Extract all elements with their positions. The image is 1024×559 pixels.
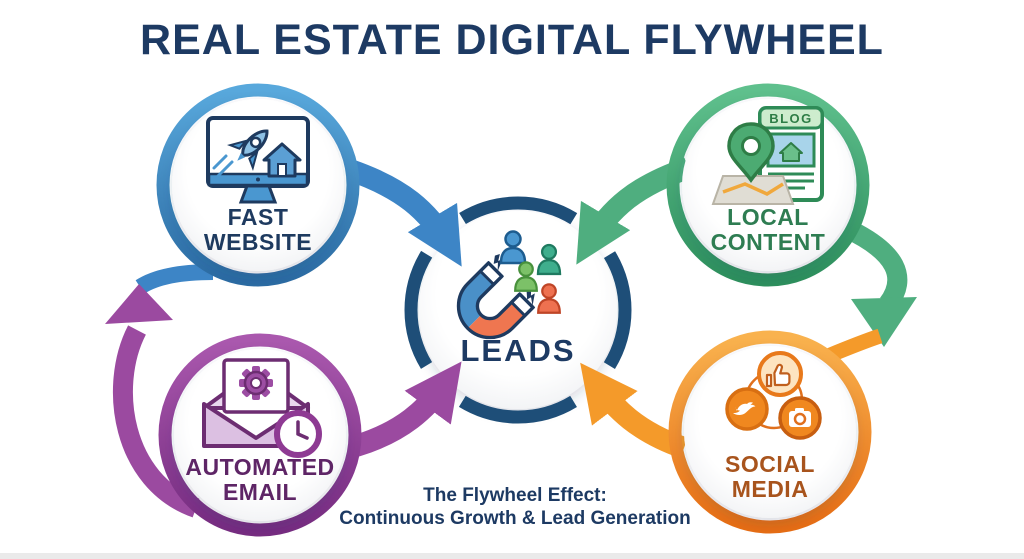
caption-line1: The Flywheel Effect: — [423, 485, 607, 506]
thumbs-up-icon — [757, 351, 803, 397]
person-icon — [499, 230, 527, 265]
social-badges-icon — [725, 351, 822, 440]
clock-icon — [274, 410, 322, 458]
arc-email-to-website — [112, 325, 200, 518]
email-gear-clock-icon — [202, 358, 322, 458]
lightning-bolt-icon — [493, 253, 503, 272]
camera-icon — [778, 396, 822, 440]
arrow-email-to-leads — [352, 361, 462, 457]
caption-line2: Continuous Growth & Lead Generation — [339, 508, 691, 530]
node-social-media — [668, 330, 872, 534]
lightning-bolt-icon — [526, 288, 535, 306]
person-icon — [537, 283, 561, 314]
outer-arcs — [105, 218, 917, 518]
hub-label-leads: LEADS — [460, 333, 576, 368]
magnet-icon — [456, 260, 536, 340]
page-title: REAL ESTATE DIGITAL FLYWHEEL — [140, 16, 884, 64]
node-label-social-media: SOCIAL MEDIA — [725, 451, 815, 502]
node-label-fast-website: FAST WEBSITE — [203, 204, 313, 255]
person-icon — [536, 243, 562, 276]
bottom-edge-strip — [0, 553, 1024, 559]
person-icon — [514, 261, 538, 292]
node-label-automated-email: AUTOMATED EMAIL — [185, 454, 335, 505]
twitter-bird-icon — [725, 387, 769, 431]
node-label-local-content: LOCAL CONTENT — [710, 204, 826, 255]
map-pin-blog-icon: BLOG — [711, 106, 824, 205]
arc-social-tail — [825, 328, 883, 363]
rocket-monitor-icon — [206, 116, 310, 204]
gear-icon — [239, 366, 273, 400]
house-icon — [262, 142, 302, 178]
magnet-attracting-leads-icon — [456, 230, 562, 340]
caption: The Flywheel Effect: Continuous Growth &… — [262, 484, 768, 530]
arrow-website-to-leads — [346, 159, 462, 267]
blog-badge: BLOG — [769, 111, 813, 126]
arrowhead-up-icon — [105, 284, 173, 324]
arc-content-to-social — [841, 218, 908, 311]
arrowhead-down-icon — [851, 297, 917, 347]
arc-website-tail — [135, 264, 214, 294]
hub-segmented-ring — [404, 196, 632, 424]
